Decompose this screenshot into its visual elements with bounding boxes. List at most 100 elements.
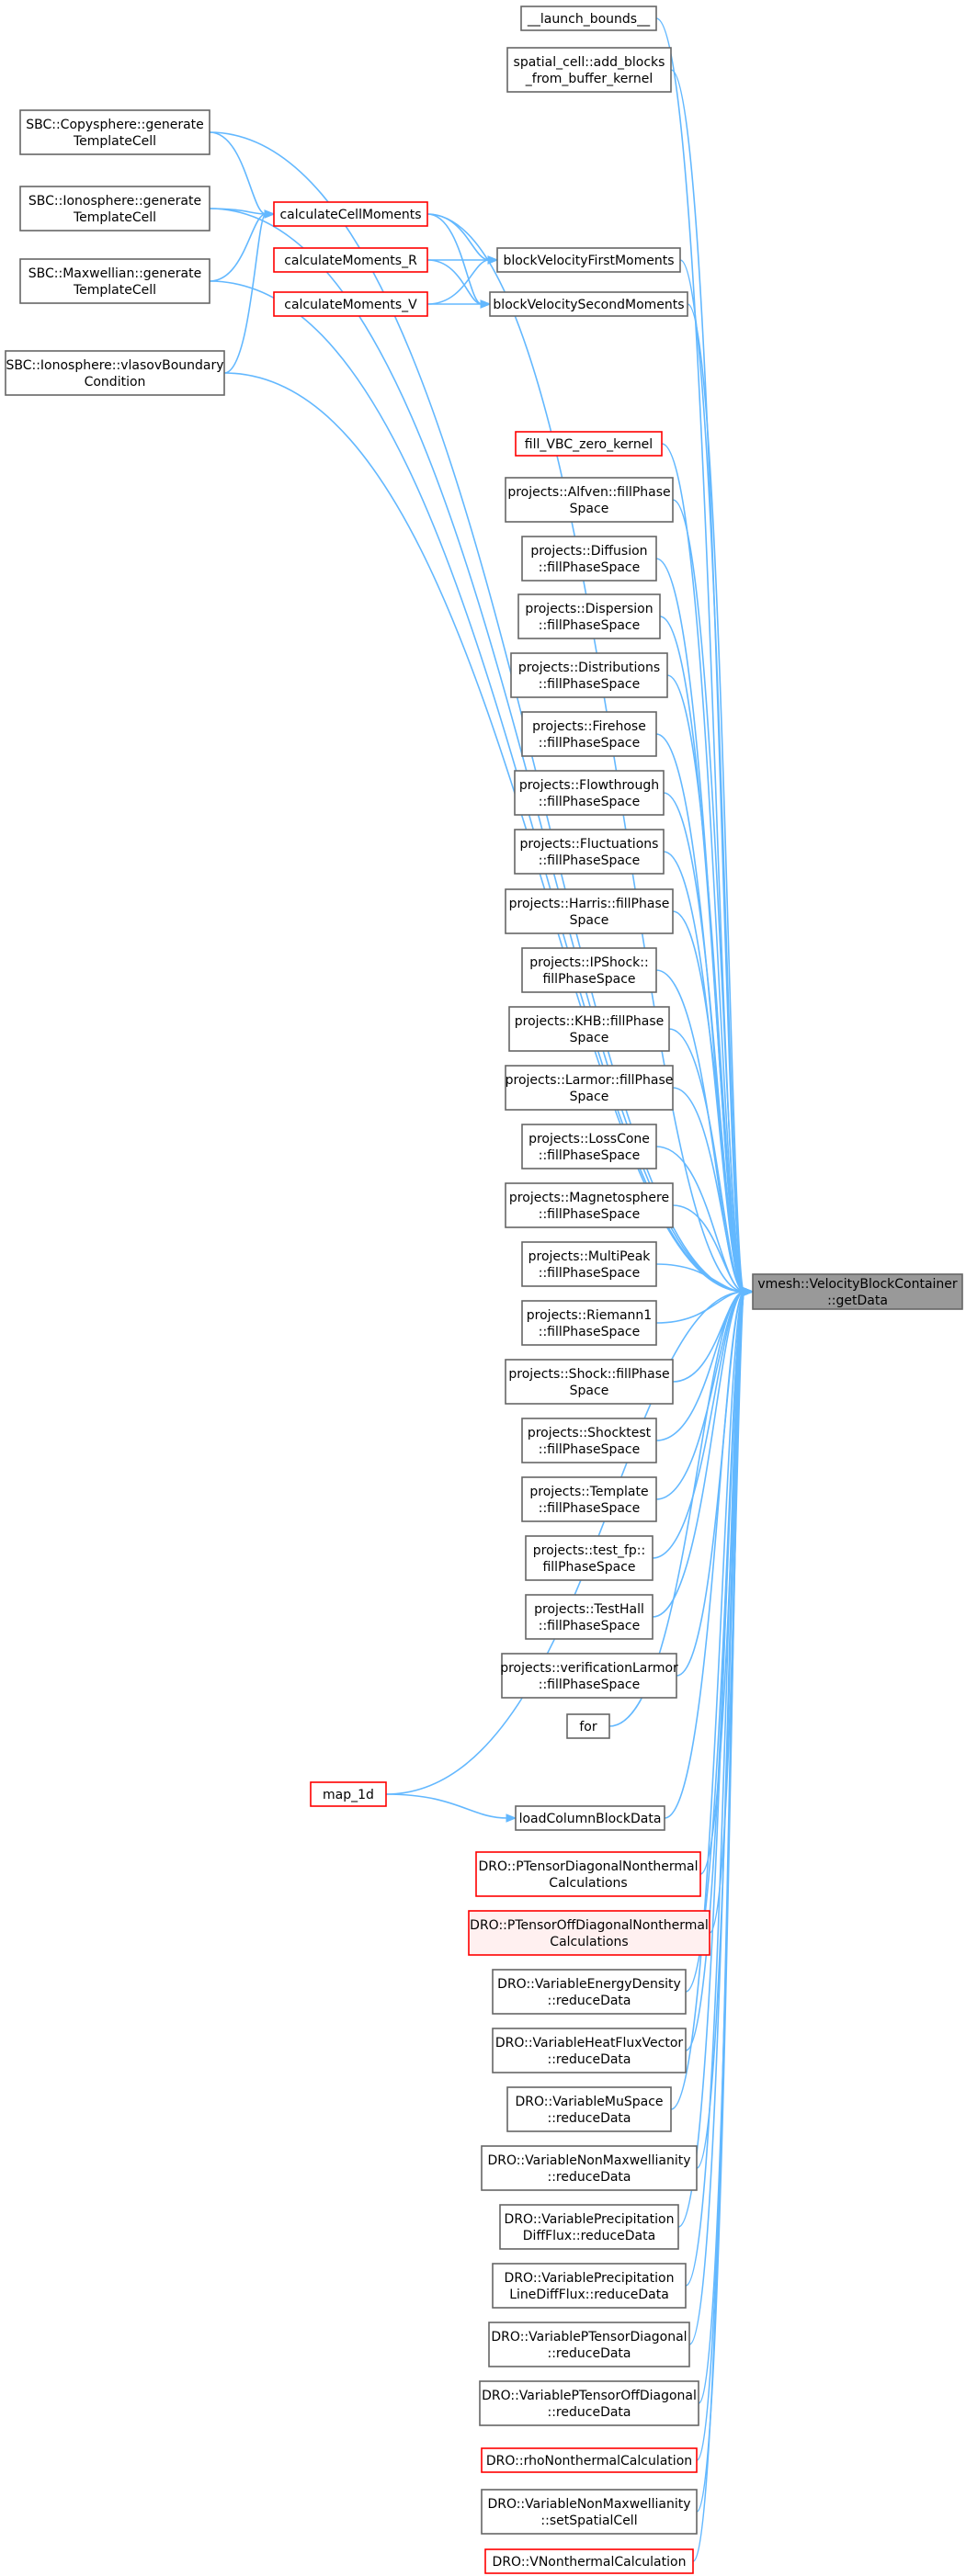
node-ptensor-diag-nt[interactable]: DRO::PTensorDiagonalNonthermalCalculatio… xyxy=(475,1851,701,1897)
node-label: __launch_bounds__ xyxy=(527,12,651,27)
node-label: DRO::VariableEnergyDensity xyxy=(497,1977,681,1992)
node-larmor[interactable]: projects::Larmor::fillPhaseSpace xyxy=(505,1065,674,1111)
node-for[interactable]: for xyxy=(566,1713,610,1739)
node-distributions[interactable]: projects::Distributions::fillPhaseSpace xyxy=(510,652,668,698)
node-dispersion[interactable]: projects::Dispersion::fillPhaseSpace xyxy=(517,593,661,639)
node-testfp[interactable]: projects::test_fp::fillPhaseSpace xyxy=(525,1535,653,1581)
node-box xyxy=(520,6,657,31)
node-label: loadColumnBlockData xyxy=(519,1812,662,1826)
node-fill-vbc[interactable]: fill_VBC_zero_kernel xyxy=(515,431,663,457)
node-box xyxy=(521,1476,657,1522)
node-multipeak[interactable]: projects::MultiPeak::fillPhaseSpace xyxy=(521,1241,657,1287)
node-harris[interactable]: projects::Harris::fillPhaseSpace xyxy=(505,888,674,934)
node-losscone[interactable]: projects::LossCone::fillPhaseSpace xyxy=(521,1124,657,1169)
node-box xyxy=(5,350,225,396)
edge-arrowhead xyxy=(264,209,276,219)
node-var-ptdiag[interactable]: DRO::VariablePTensorDiagonal::reduceData xyxy=(488,2322,690,2367)
edge-multipeak-to-get-data xyxy=(655,1263,745,1293)
node-label: projects::Distributions xyxy=(518,661,660,675)
node-label: SBC::Maxwellian::generate xyxy=(28,266,201,281)
node-label: projects::MultiPeak xyxy=(528,1249,652,1264)
node-fluctuations[interactable]: projects::Fluctuations::fillPhaseSpace xyxy=(514,829,665,875)
node-label: map_1d xyxy=(323,1788,374,1802)
edge-arrowhead xyxy=(487,255,499,265)
node-label: projects::Harris::fillPhase xyxy=(509,897,670,911)
node-label: projects::verificationLarmor xyxy=(500,1661,678,1676)
node-label: DRO::VNonthermalCalculation xyxy=(493,2555,687,2570)
node-calc-moments-v[interactable]: calculateMoments_V xyxy=(273,291,428,317)
node-var-precip-diff[interactable]: DRO::VariablePrecipitationDiffFlux::redu… xyxy=(499,2204,679,2250)
node-firehose[interactable]: projects::Firehose::fillPhaseSpace xyxy=(521,711,657,757)
node-label: vmesh::VelocityBlockContainer xyxy=(757,1277,958,1292)
node-shock[interactable]: projects::Shock::fillPhaseSpace xyxy=(505,1359,674,1405)
node-label: TemplateCell xyxy=(73,210,156,225)
node-magnetosphere[interactable]: projects::Magnetosphere::fillPhaseSpace xyxy=(505,1182,674,1228)
node-load-column[interactable]: loadColumnBlockData xyxy=(515,1805,665,1831)
node-alfven[interactable]: projects::Alfven::fillPhaseSpace xyxy=(505,477,674,523)
node-label: ::fillPhaseSpace xyxy=(539,736,641,751)
node-box xyxy=(489,291,688,317)
node-label: _from_buffer_kernel xyxy=(525,72,653,86)
edge-v-nt-to-get-data xyxy=(692,1291,745,2562)
edge-var-precip-line-to-get-data xyxy=(685,1291,745,2287)
edge-bv-second-to-get-data xyxy=(687,303,745,1293)
node-label: blockVelocitySecondMoments xyxy=(493,298,684,312)
node-label: DRO::VariableHeatFluxVector xyxy=(495,2036,684,2051)
node-label: ::fillPhaseSpace xyxy=(539,560,641,575)
node-flowthrough[interactable]: projects::Flowthrough::fillPhaseSpace xyxy=(514,770,665,816)
node-label: ::fillPhaseSpace xyxy=(539,1501,641,1516)
node-ptensor-off-diag-nt[interactable]: DRO::PTensorOffDiagonalNonthermalCalcula… xyxy=(468,1910,710,1956)
node-shocktest[interactable]: projects::Shocktest::fillPhaseSpace xyxy=(521,1418,657,1463)
node-var-ptoff-diag[interactable]: DRO::VariablePTensorOffDiagonal::reduceD… xyxy=(479,2380,699,2426)
node-var-heat-flux[interactable]: DRO::VariableHeatFluxVector::reduceData xyxy=(492,2028,687,2073)
node-box xyxy=(525,1535,653,1581)
node-var-non-max-ssc[interactable]: DRO::VariableNonMaxwellianity::setSpatia… xyxy=(481,2489,698,2535)
node-verif-larmor[interactable]: projects::verificationLarmor::fillPhaseS… xyxy=(500,1653,678,1699)
node-box xyxy=(566,1713,610,1739)
node-testhall[interactable]: projects::TestHall::fillPhaseSpace xyxy=(525,1594,653,1640)
node-var-precip-line[interactable]: DRO::VariablePrecipitationLineDiffFlux::… xyxy=(492,2263,687,2309)
node-var-energy[interactable]: DRO::VariableEnergyDensity::reduceData xyxy=(492,1969,687,2015)
node-box xyxy=(273,291,428,317)
node-label: DRO::rhoNonthermalCalculation xyxy=(486,2454,692,2469)
edge-copysphere-to-calc-cell-moments xyxy=(209,131,267,215)
node-label: DRO::VariableNonMaxwellianity xyxy=(487,2153,690,2168)
node-box xyxy=(506,2086,672,2132)
node-box xyxy=(505,888,674,934)
node-diffusion[interactable]: projects::Diffusion::fillPhaseSpace xyxy=(521,536,657,582)
node-v-nt[interactable]: DRO::VNonthermalCalculation xyxy=(484,2548,694,2574)
node-launch-bounds[interactable]: __launch_bounds__ xyxy=(520,6,657,31)
node-bv-second[interactable]: blockVelocitySecondMoments xyxy=(489,291,688,317)
edge-fill-vbc-to-get-data xyxy=(661,443,745,1293)
node-box xyxy=(508,1006,670,1052)
node-label: DRO::VariablePTensorOffDiagonal xyxy=(482,2389,697,2403)
node-var-mu-space[interactable]: DRO::VariableMuSpace::reduceData xyxy=(506,2086,672,2132)
node-calc-moments-r[interactable]: calculateMoments_R xyxy=(273,247,428,273)
edge-load-column-to-get-data xyxy=(664,1291,745,1819)
node-get-data[interactable]: vmesh::VelocityBlockContainer::getData xyxy=(752,1273,963,1310)
node-template[interactable]: projects::Template::fillPhaseSpace xyxy=(521,1476,657,1522)
node-var-non-max-rd[interactable]: DRO::VariableNonMaxwellianity::reduceDat… xyxy=(481,2145,698,2191)
node-label: TemplateCell xyxy=(73,283,156,298)
node-riemann1[interactable]: projects::Riemann1::fillPhaseSpace xyxy=(521,1300,657,1346)
node-add-blocks[interactable]: spatial_cell::add_blocks_from_buffer_ker… xyxy=(506,47,672,93)
node-label: blockVelocityFirstMoments xyxy=(503,254,674,268)
node-ipshock[interactable]: projects::IPShock::fillPhaseSpace xyxy=(521,947,657,993)
node-label: ::fillPhaseSpace xyxy=(539,1619,641,1633)
node-label: Condition xyxy=(85,375,146,390)
node-label: Space xyxy=(570,1090,609,1104)
node-label: for xyxy=(579,1720,597,1734)
node-label: ::fillPhaseSpace xyxy=(539,795,641,809)
node-label: projects::TestHall xyxy=(534,1602,644,1617)
node-rho-nt[interactable]: DRO::rhoNonthermalCalculation xyxy=(481,2447,698,2473)
node-box xyxy=(481,2145,698,2191)
node-bv-first[interactable]: blockVelocityFirstMoments xyxy=(496,247,681,273)
node-map1d[interactable]: map_1d xyxy=(310,1781,387,1807)
node-calc-cell-moments[interactable]: calculateCellMoments xyxy=(273,201,428,227)
node-label: ::reduceData xyxy=(548,2170,631,2185)
node-khb[interactable]: projects::KHB::fillPhaseSpace xyxy=(508,1006,670,1052)
